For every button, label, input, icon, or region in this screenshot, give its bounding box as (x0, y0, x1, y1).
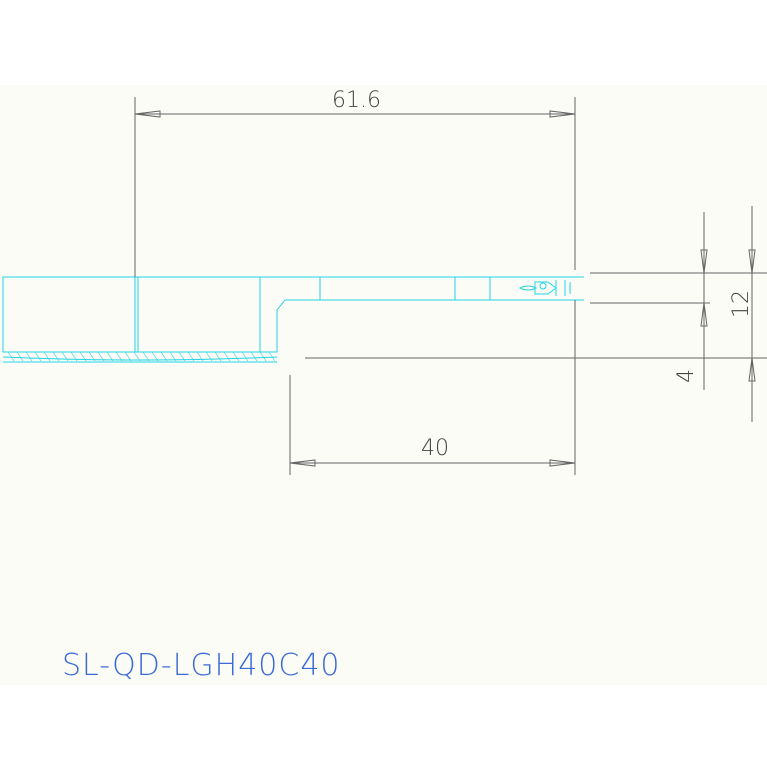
dim-61-6-label: 61.6 (332, 88, 381, 113)
hatch-stroke (187, 351, 195, 362)
hatch-stroke (169, 351, 177, 362)
hatch-stroke (259, 351, 267, 362)
hatch-stroke (196, 351, 204, 362)
hatch-stroke (106, 351, 114, 362)
hatch-stroke (25, 351, 33, 362)
drawing-canvas (0, 85, 767, 685)
dimension-lines (134, 97, 767, 475)
hatch-stroke (97, 351, 105, 362)
hatch-stroke (250, 351, 258, 362)
part-outline (2, 276, 584, 363)
hatch-stroke (178, 351, 186, 362)
dim-4-label: 4 (674, 369, 699, 383)
hatch-stroke (214, 351, 222, 362)
hatch-stroke (79, 351, 87, 362)
hatch-stroke (88, 351, 96, 362)
hatch-stroke (70, 351, 78, 362)
hatch-stroke (61, 351, 69, 362)
hatch-stroke (241, 351, 249, 362)
hatch-stroke (160, 351, 168, 362)
hatch-stroke (268, 351, 276, 362)
part-number-label: SL-QD-LGH40C40 (62, 648, 341, 683)
hatch-stroke (223, 351, 231, 362)
hatch-stroke (133, 351, 141, 362)
hatch-pattern (7, 351, 276, 362)
housing-body (2, 276, 261, 353)
hatch-stroke (142, 351, 150, 362)
hatch-stroke (34, 351, 42, 362)
hatch-stroke (52, 351, 60, 362)
hatch-stroke (124, 351, 132, 362)
nozzle-tip (518, 280, 571, 296)
hatch-stroke (151, 351, 159, 362)
hatch-stroke (16, 351, 24, 362)
bottom-hatch (2, 356, 278, 363)
dim-12-label: 12 (729, 290, 754, 318)
hatch-stroke (115, 351, 123, 362)
hatch-stroke (232, 351, 240, 362)
dim-40-label: 40 (421, 436, 449, 461)
hatch-stroke (205, 351, 213, 362)
dimension-arrows (134, 110, 756, 467)
hatch-stroke (43, 351, 51, 362)
hatch-stroke (7, 351, 15, 362)
